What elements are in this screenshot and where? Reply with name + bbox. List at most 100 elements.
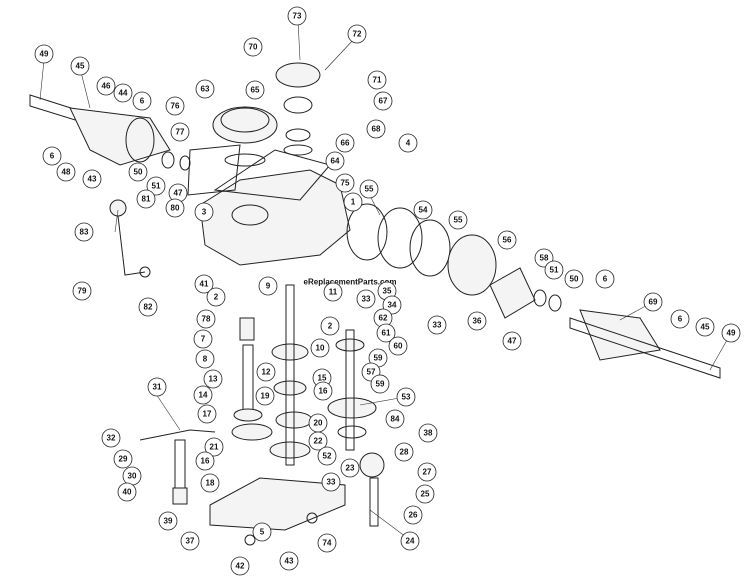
- callout-16b: 16: [195, 451, 215, 471]
- svg-text:49: 49: [727, 329, 736, 338]
- callout-24: 24: [400, 531, 420, 551]
- callout-64: 64: [325, 151, 345, 171]
- washer: [283, 144, 313, 156]
- svg-text:1: 1: [351, 198, 356, 207]
- svg-text:42: 42: [236, 562, 245, 571]
- svg-text:43: 43: [285, 557, 294, 566]
- callout-42: 42: [230, 556, 250, 576]
- callout-54: 54: [413, 200, 433, 220]
- callout-19: 19: [255, 386, 275, 406]
- svg-text:76: 76: [171, 102, 180, 111]
- svg-text:78: 78: [202, 315, 211, 324]
- svg-text:50: 50: [570, 275, 579, 284]
- svg-text:6: 6: [140, 97, 145, 106]
- callout-75: 75: [335, 173, 355, 193]
- svg-text:45: 45: [76, 62, 85, 71]
- svg-text:16: 16: [201, 457, 210, 466]
- svg-text:79: 79: [78, 287, 87, 296]
- svg-text:22: 22: [314, 437, 323, 446]
- svg-text:6: 6: [50, 152, 55, 161]
- svg-text:6: 6: [603, 275, 608, 284]
- callout-61: 61: [376, 323, 396, 343]
- cluster-gear-mid: [273, 380, 307, 396]
- callout-43: 43: [82, 169, 102, 189]
- clutch-bracket: [275, 62, 321, 88]
- svg-text:45: 45: [701, 323, 710, 332]
- svg-text:71: 71: [373, 76, 382, 85]
- callout-33b: 33: [427, 315, 447, 335]
- callout-41: 41: [194, 274, 214, 294]
- cluster-gear-top: [271, 343, 309, 361]
- callout-78: 78: [196, 309, 216, 329]
- callout-45: 45: [70, 56, 90, 76]
- svg-text:24: 24: [406, 537, 415, 546]
- callout-2b: 2: [320, 316, 340, 336]
- friction-disc: [377, 207, 423, 269]
- shift-lever: [109, 199, 151, 278]
- callout-47: 47: [168, 183, 188, 203]
- spacer: [285, 128, 311, 142]
- housing-bore: [231, 204, 269, 226]
- svg-text:16: 16: [319, 387, 328, 396]
- gear-spacer: [337, 425, 367, 439]
- svg-text:82: 82: [144, 303, 153, 312]
- callout-7: 7: [193, 329, 213, 349]
- callout-70: 70: [243, 37, 263, 57]
- callout-17: 17: [197, 404, 217, 424]
- svg-text:28: 28: [400, 448, 409, 457]
- callout-5: 5: [252, 522, 272, 542]
- callout-62: 62: [373, 308, 393, 328]
- svg-text:14: 14: [199, 391, 208, 400]
- pulley-assembly: [212, 62, 321, 167]
- callout-44: 44: [113, 83, 133, 103]
- svg-text:31: 31: [153, 383, 162, 392]
- pinion-gear: [233, 408, 263, 422]
- callout-6b: 6: [42, 146, 62, 166]
- pulley-hub: [224, 153, 266, 167]
- pulley: [212, 106, 278, 144]
- left-shaft-assembly: [29, 94, 191, 171]
- svg-text:19: 19: [261, 392, 270, 401]
- right-seal: [548, 294, 562, 312]
- callout-49b: 49: [721, 323, 741, 343]
- svg-text:50: 50: [134, 168, 143, 177]
- svg-text:21: 21: [210, 443, 219, 452]
- countershaft: [285, 284, 295, 466]
- svg-text:33: 33: [327, 478, 336, 487]
- callout-53: 53: [396, 387, 416, 407]
- reverse-gear: [335, 338, 365, 352]
- left-housing-flange: [125, 117, 155, 163]
- svg-text:12: 12: [262, 368, 271, 377]
- callout-84: 84: [385, 409, 405, 429]
- callout-2: 2: [206, 287, 226, 307]
- shift-fork: [139, 429, 216, 505]
- right-shaft: [569, 317, 721, 379]
- callout-4: 4: [398, 133, 418, 153]
- callout-6c: 6: [595, 269, 615, 289]
- svg-text:44: 44: [119, 89, 128, 98]
- callout-50b: 50: [564, 269, 584, 289]
- callout-40: 40: [117, 482, 137, 502]
- callout-29: 29: [113, 449, 133, 469]
- svg-text:13: 13: [209, 375, 218, 384]
- callout-79: 79: [72, 281, 92, 301]
- callout-45b: 45: [695, 317, 715, 337]
- svg-text:60: 60: [394, 342, 403, 351]
- svg-text:64: 64: [331, 157, 340, 166]
- left-bearing: [179, 155, 191, 171]
- clutch-plate: [283, 96, 313, 114]
- callout-37: 37: [180, 531, 200, 551]
- svg-text:68: 68: [372, 125, 381, 134]
- svg-text:25: 25: [421, 490, 430, 499]
- svg-text:53: 53: [402, 393, 411, 402]
- shift-pivot: [139, 266, 151, 278]
- callout-34: 34: [382, 295, 402, 315]
- svg-text:2: 2: [214, 293, 219, 302]
- input-shaft: [242, 344, 254, 416]
- svg-text:39: 39: [164, 517, 173, 526]
- fork-collar: [172, 487, 188, 505]
- small-shaft: [369, 477, 379, 527]
- callout-80: 80: [165, 198, 185, 218]
- callout-56: 56: [497, 230, 517, 250]
- left-axle-housing: [69, 107, 171, 166]
